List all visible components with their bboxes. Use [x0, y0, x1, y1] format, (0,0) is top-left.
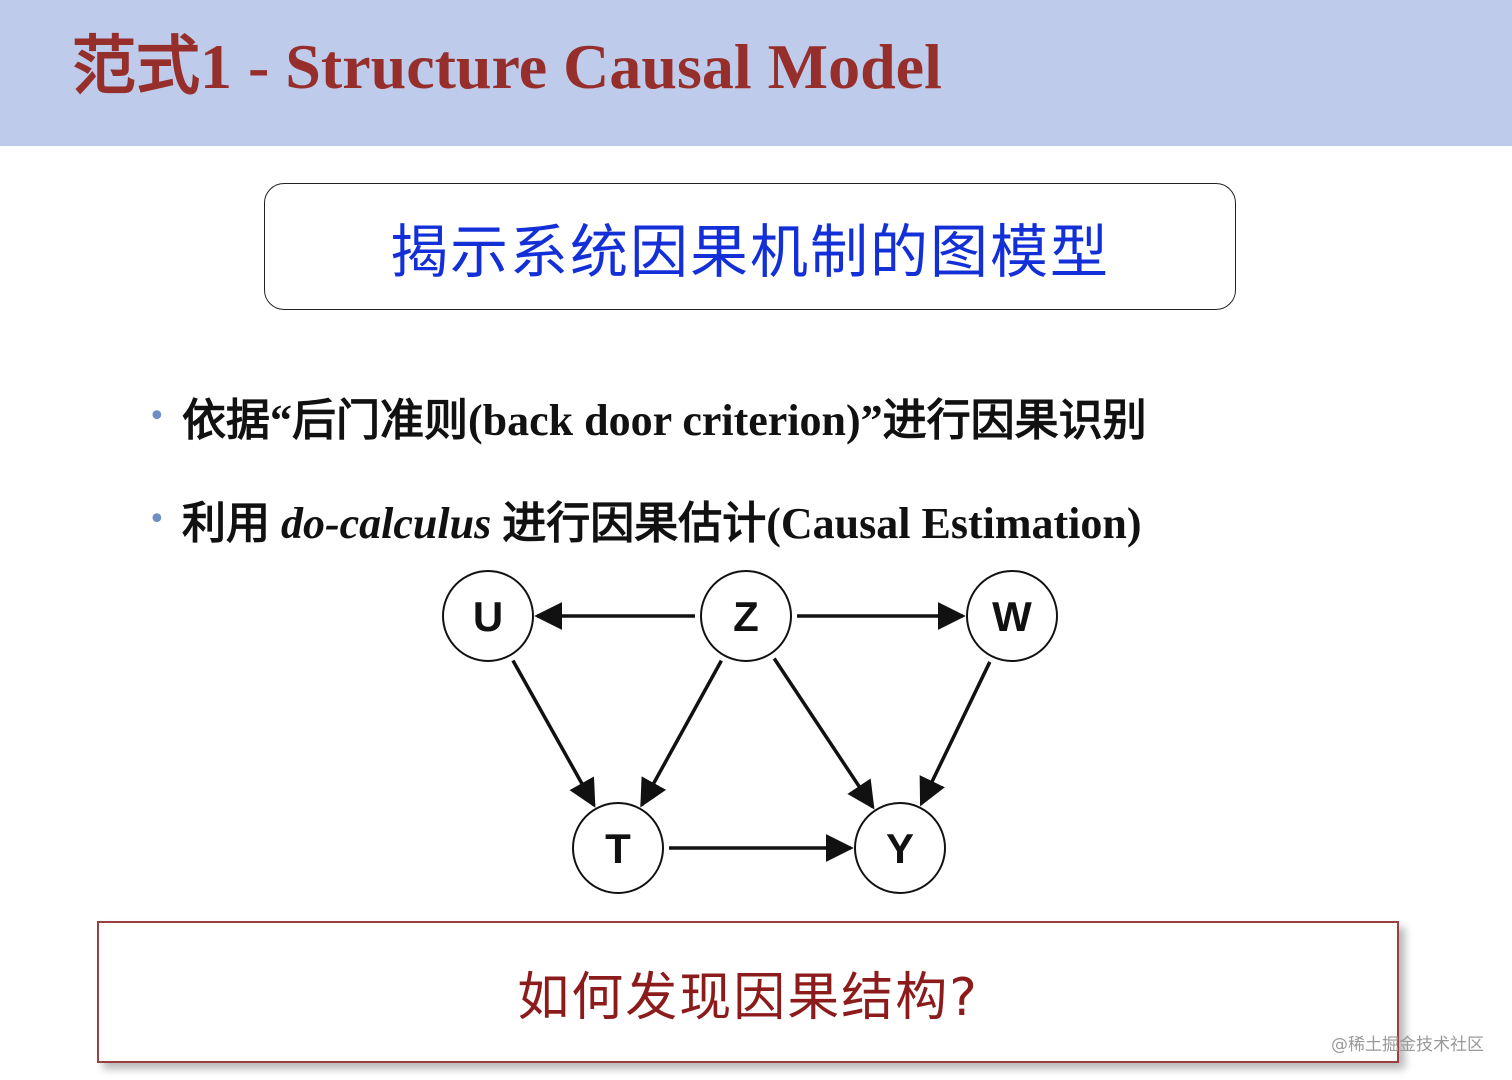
node-label: Y [886, 825, 914, 872]
graph-nodes: U Z W T Y [442, 570, 1058, 894]
graph-edges [511, 602, 992, 862]
subtitle-text: 揭示系统因果机制的图模型 [389, 217, 1110, 286]
edge-u-to-t [511, 659, 596, 808]
node-circle [442, 570, 534, 662]
slide-title: 范式1 - Structure Causal Model [72, 31, 942, 102]
node-label: U [473, 593, 503, 640]
node-y: Y [854, 802, 946, 894]
bullet-dot-icon: • [148, 398, 166, 434]
node-u: U [442, 570, 534, 662]
node-z: Z [700, 570, 792, 662]
question-box: 如何发现因果结构? [97, 921, 1399, 1063]
bullet-item-identification: • 依据“后门准则(back door criterion)”进行因果识别 [148, 385, 1448, 447]
edge-z-to-y [772, 657, 875, 810]
node-circle [572, 802, 664, 894]
node-label: W [992, 593, 1032, 640]
node-label: T [605, 825, 631, 872]
header-bar: 范式1 - Structure Causal Model [0, 0, 1512, 146]
bullet-text-pre: 利用 [182, 499, 281, 548]
node-w: W [966, 570, 1058, 662]
node-label: Z [733, 593, 759, 640]
bullet-text-italic: do-calculus [281, 499, 492, 548]
edge-z-to-t [640, 659, 723, 808]
bullet-text-post: 进行因果估计(Causal Estimation) [491, 499, 1142, 548]
bullet-text: 依据“后门准则(back door criterion)”进行因果识别 [182, 384, 1147, 448]
bullet-text: 利用 do-calculus 进行因果估计(Causal Estimation) [182, 487, 1141, 551]
node-circle [854, 802, 946, 894]
bullet-text-pre: 依据“后门准则(back door criterion)”进行因果识别 [182, 396, 1147, 445]
edge-w-to-y [919, 661, 992, 807]
bullet-item-estimation: • 利用 do-calculus 进行因果估计(Causal Estimatio… [148, 488, 1448, 550]
subtitle-box: 揭示系统因果机制的图模型 [264, 183, 1236, 310]
bullet-list: • 依据“后门准则(back door criterion)”进行因果识别 • … [148, 385, 1448, 591]
node-circle [700, 570, 792, 662]
watermark: @稀土掘金技术社区 [1331, 1035, 1484, 1055]
node-t: T [572, 802, 664, 894]
bullet-dot-icon: • [148, 501, 166, 537]
node-circle [966, 570, 1058, 662]
question-text: 如何发现因果结构? [517, 967, 979, 1028]
